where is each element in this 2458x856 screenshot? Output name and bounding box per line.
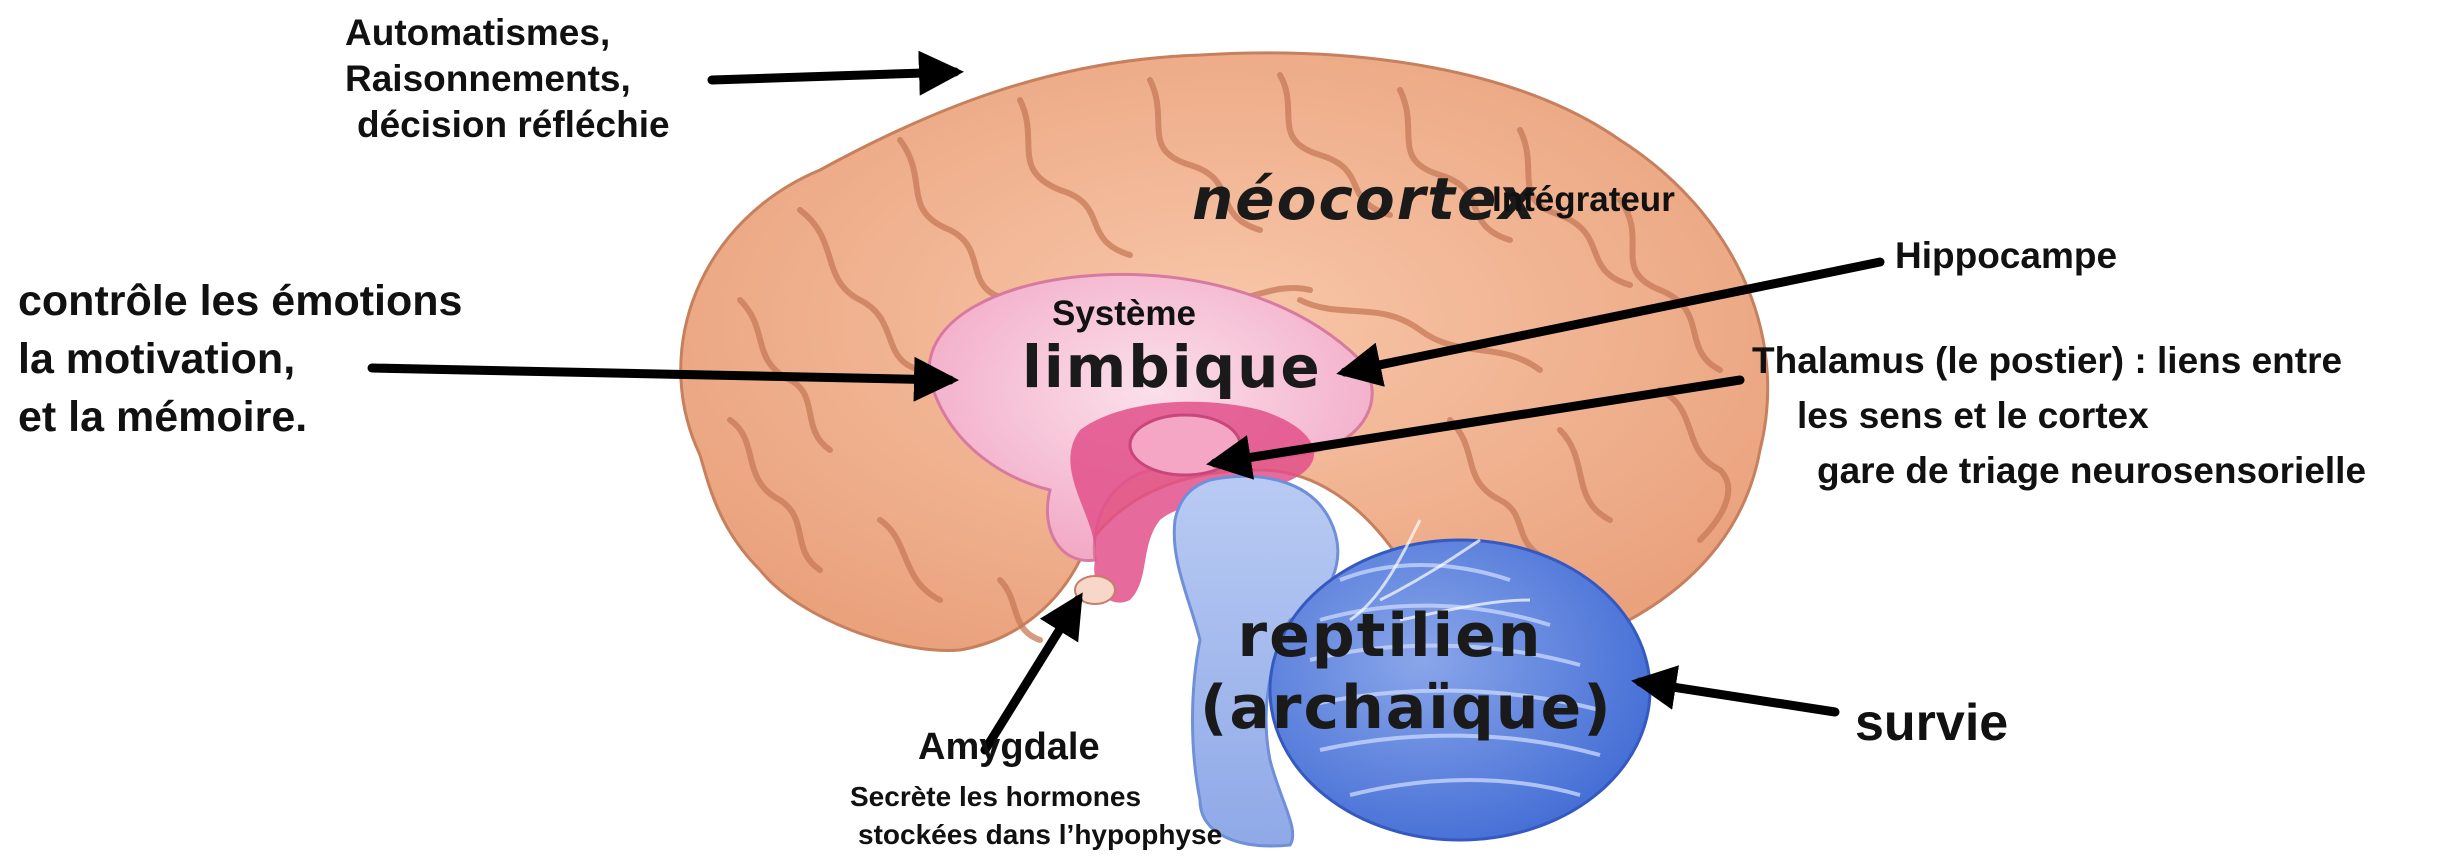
label-survie: survie <box>1855 697 2008 749</box>
label-thalamus-line3: gare de triage neurosensorielle <box>1752 443 2366 498</box>
label-amygdale: Amygdale <box>918 728 1100 766</box>
label-left-line3: et la mémoire. <box>18 388 462 446</box>
label-top-left: Automatismes, Raisonnements, décision ré… <box>345 10 670 148</box>
label-integrateur: Intégrateur <box>1492 182 1675 217</box>
label-hippocampe: Hippocampe <box>1895 237 2117 274</box>
label-left-line1: contrôle les émotions <box>18 272 462 330</box>
label-amygdale-note-line2: stockées dans l’hypophyse <box>850 816 1222 854</box>
label-top-left-line3: décision réfléchie <box>345 102 670 148</box>
label-top-left-line2: Raisonnements, <box>345 56 670 102</box>
label-neocortex: néocortex <box>1192 170 1538 228</box>
arrow-survie <box>1640 682 1835 712</box>
arrow-neocortex <box>712 72 955 80</box>
label-reptilien-line2: (archaïque) <box>1200 672 1580 744</box>
label-reptilien: reptilien (archaïque) <box>1200 600 1580 744</box>
label-amygdale-note: Secrète les hormones stockées dans l’hyp… <box>850 778 1222 854</box>
label-reptilien-line1: reptilien <box>1200 600 1580 672</box>
label-top-left-line1: Automatismes, <box>345 10 670 56</box>
label-limbique: limbique <box>1022 338 1322 396</box>
label-thalamus: Thalamus (le postier) : liens entre les … <box>1752 333 2366 498</box>
label-thalamus-line2: les sens et le cortex <box>1752 388 2366 443</box>
label-systeme: Système <box>1052 296 1196 331</box>
label-amygdale-note-line1: Secrète les hormones <box>850 778 1222 816</box>
label-left-line2: la motivation, <box>18 330 462 388</box>
label-thalamus-line1: Thalamus (le postier) : liens entre <box>1752 333 2366 388</box>
label-left: contrôle les émotions la motivation, et … <box>18 272 462 446</box>
